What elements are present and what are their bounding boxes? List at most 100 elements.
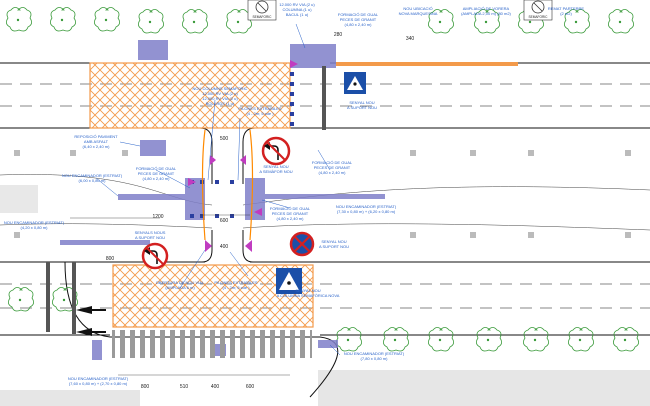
- dim-340: 340: [406, 36, 415, 42]
- kerb-lines: [46, 66, 326, 334]
- lbl-formacio-left-1: PECES DE GRANIT: [138, 171, 175, 176]
- lbl-formacio-right-2: (4,80 x 2,40 m): [319, 170, 347, 175]
- lbl-formacio-right-0: FORMACIÓ DE GUAL: [312, 160, 353, 165]
- lbl-formacio-left-0: FORMACIÓ DE GUAL: [136, 166, 177, 171]
- lbl-formacio-top-2: (4,80 x 2,40 m): [345, 22, 373, 27]
- lbl-encaminador-br-1: (7,80 x 0,80 m): [361, 356, 389, 361]
- lbl-senyals-nous-0: SENYALS NOUS: [135, 230, 166, 235]
- lbl-nou-columns-2: 12.000 RV VIA (2 u): [202, 96, 238, 101]
- svg-text:PILONES EXTRAÏBLES(4 - 2m; 5 c: PILONES EXTRAÏBLES(4 - 2m; 5 cde ): [238, 106, 281, 116]
- crosswalk-bottom: [112, 330, 312, 358]
- lbl-encaminador-left2-0: NOU ENCAMINADOR (ESTRIAT): [4, 220, 65, 225]
- dim-500: 500: [220, 136, 229, 142]
- lbl-formacio-bottom-2: (4,80 x 2,40 m): [277, 216, 305, 221]
- lbl-formacio-left-2: (4,80 x 2,40 m): [143, 176, 171, 181]
- lbl-encaminador-left1-1: (6,00 x 0,80 m): [79, 178, 107, 183]
- lbl-senyal-right-1: A SUPORT NOU: [319, 244, 349, 249]
- sign-plate-right: SEMAFORIC: [529, 15, 549, 19]
- dim-800: 800: [141, 384, 150, 390]
- lbl-senyal-columna-1: A COLUMNA SEMAFÒRICA NOVA: [277, 293, 340, 298]
- lbl-formacio-top-0: FORMACIÓ DE GUAL: [338, 12, 379, 17]
- lbl-senyal-top-1: A SUPORT NOU: [347, 105, 377, 110]
- lbl-encaminador-bl-1: (7,60 x 0,80 m) + (2,70 x 0,80 m): [69, 381, 128, 386]
- sign-no-left-turn: [261, 136, 291, 166]
- svg-text:NOU ENCAMINADOR (ESTRIAT)(4,20: NOU ENCAMINADOR (ESTRIAT)(4,20 x 0,80 m): [4, 220, 65, 230]
- lbl-senyal-top-0: SENYAL NOU: [349, 100, 374, 105]
- lbl-encaminador-bl-0: NOU ENCAMINADOR (ESTRIAT): [68, 376, 129, 381]
- lbl-reposicio-0: REPOSICIÓ PAVIMENT: [74, 134, 118, 139]
- svg-text:NOU ENCAMINADOR (ESTRIAT)(7,80: NOU ENCAMINADOR (ESTRIAT)(7,80 x 0,80 m): [344, 351, 405, 361]
- lbl-encaminador-right-0: NOU ENCAMINADOR (ESTRIAT): [336, 204, 397, 209]
- svg-text:NOU ENCAMINADOR (ESTRIAT)(7,60: NOU ENCAMINADOR (ESTRIAT)(7,60 x 0,80 m)…: [68, 376, 129, 386]
- sign-plate-left: SEMAFORIC: [253, 15, 273, 19]
- dim-400b: 400: [220, 244, 229, 250]
- lbl-obertura-0: OBERTURA DE NOU VIAL: [156, 280, 205, 285]
- dim-280: 280: [334, 32, 343, 38]
- lbl-nou-ubicacio-1: NOVA MARQUESINA: [399, 11, 438, 16]
- lbl-encaminador-left1-0: NOU ENCAMINADOR (ESTRIAT): [62, 173, 123, 178]
- lbl-senyal-right-0: SENYAL NOU: [321, 239, 346, 244]
- sign-no-parking: [289, 231, 315, 257]
- lbl-ampliacio-0: AMPLIACIÓ DE VORERA: [463, 6, 510, 11]
- pilones-markers: [188, 60, 298, 252]
- lbl-pilones-top-0: PILONES EXTRAÏBLES: [238, 106, 281, 111]
- dim-1200: 1200: [152, 214, 163, 220]
- sign-no-entry-top: SEMAFORIC: [247, 0, 277, 21]
- annotations: 12.000 RV VIA (2 u)COLUMNA (1 u)BACUL (1…: [4, 2, 585, 386]
- svg-text:OBERTURA DE NOU VIAL(AMPLADA 6: OBERTURA DE NOU VIAL(AMPLADA 6 m): [156, 280, 205, 290]
- building-left-mid: [0, 185, 38, 213]
- lbl-top-left-0: 12.000 RV VIA (2 u): [279, 2, 315, 7]
- svg-text:REMAT PARTERRE(2 m2): REMAT PARTERRE(2 m2): [548, 6, 584, 16]
- lbl-remat-0: REMAT PARTERRE: [548, 6, 584, 11]
- lbl-senyal-mid-0: SENYAL NOU: [263, 164, 288, 169]
- lbl-pilones-top-1: (4 - 2m; 5 cde ): [246, 111, 274, 116]
- sign-no-entry-top-right: SEMAFORIC: [523, 0, 553, 21]
- svg-text:NOU ENCAMINADOR (ESTRIAT)(7,30: NOU ENCAMINADOR (ESTRIAT)(7,30 x 0,80 m)…: [336, 204, 397, 214]
- leader-lines: [95, 23, 341, 356]
- sign-pedestrian-top: [344, 72, 366, 94]
- lbl-formacio-bottom-1: PECES DE GRANIT: [272, 211, 309, 216]
- lbl-ampliacio-1: (AMPLADA 2,00 m) (80 m2): [461, 11, 511, 16]
- lbl-formacio-top-1: PECES DE GRANIT: [340, 17, 377, 22]
- road-arrows: [76, 306, 106, 336]
- lbl-obertura-1: (AMPLADA 6 m): [165, 285, 195, 290]
- lbl-encaminador-left2-1: (4,20 x 0,80 m): [21, 225, 49, 230]
- lbl-nou-columns-1: 12.000 RV VIA (2 u): [202, 91, 238, 96]
- lbl-pilones-bottom-0: PILONES EXTRAÏBLES: [214, 280, 257, 285]
- dim-600b: 600: [246, 384, 255, 390]
- lbl-top-left-1: COLUMNA (1 u): [282, 7, 312, 12]
- lbl-remat-1: (2 m2): [560, 11, 572, 16]
- lbl-nou-ubicacio-0: NOU UBICACIÓ: [403, 6, 432, 11]
- tree-pits: [14, 150, 631, 238]
- lbl-nou-columns-3: BOLARDS (1 u): [206, 101, 235, 106]
- sign-no-left-turn-bottom: [141, 242, 169, 270]
- lbl-top-left-2: BACUL (1 u): [286, 12, 309, 17]
- svg-text:NOU ENCAMINADOR (ESTRIAT)(6,00: NOU ENCAMINADOR (ESTRIAT)(6,00 x 0,80 m): [62, 173, 123, 183]
- dim-400: 400: [211, 384, 220, 390]
- lbl-pilones-bottom-1: (4 - 2m; 5 cde ): [222, 285, 250, 290]
- dim-510: 510: [180, 384, 189, 390]
- lbl-formacio-bottom-0: FORMACIÓ DE GUAL: [270, 206, 311, 211]
- building-right-bottom: [318, 370, 650, 406]
- lbl-senyal-columna-0: SENYAL NOU: [295, 288, 320, 293]
- svg-text:PILONES EXTRAÏBLES(4 - 2m; 5 c: PILONES EXTRAÏBLES(4 - 2m; 5 cde ): [214, 280, 257, 290]
- lbl-reposicio-1: AMB ASFALT: [84, 139, 109, 144]
- building-bottom-left: [0, 390, 140, 406]
- lbl-senyal-mid-1: A SEMÀFOR NOU: [259, 169, 292, 174]
- dim-600a: 600: [220, 218, 229, 224]
- lbl-encaminador-right-1: (7,30 x 0,80 m) + (6,20 x 0,80 m): [337, 209, 396, 214]
- orange-curb-edges: [201, 129, 254, 241]
- sign-pedestrian-bottom: [276, 268, 302, 294]
- lbl-nou-columns-0: NOU COLUMNS SEMAFORIC: [193, 86, 248, 91]
